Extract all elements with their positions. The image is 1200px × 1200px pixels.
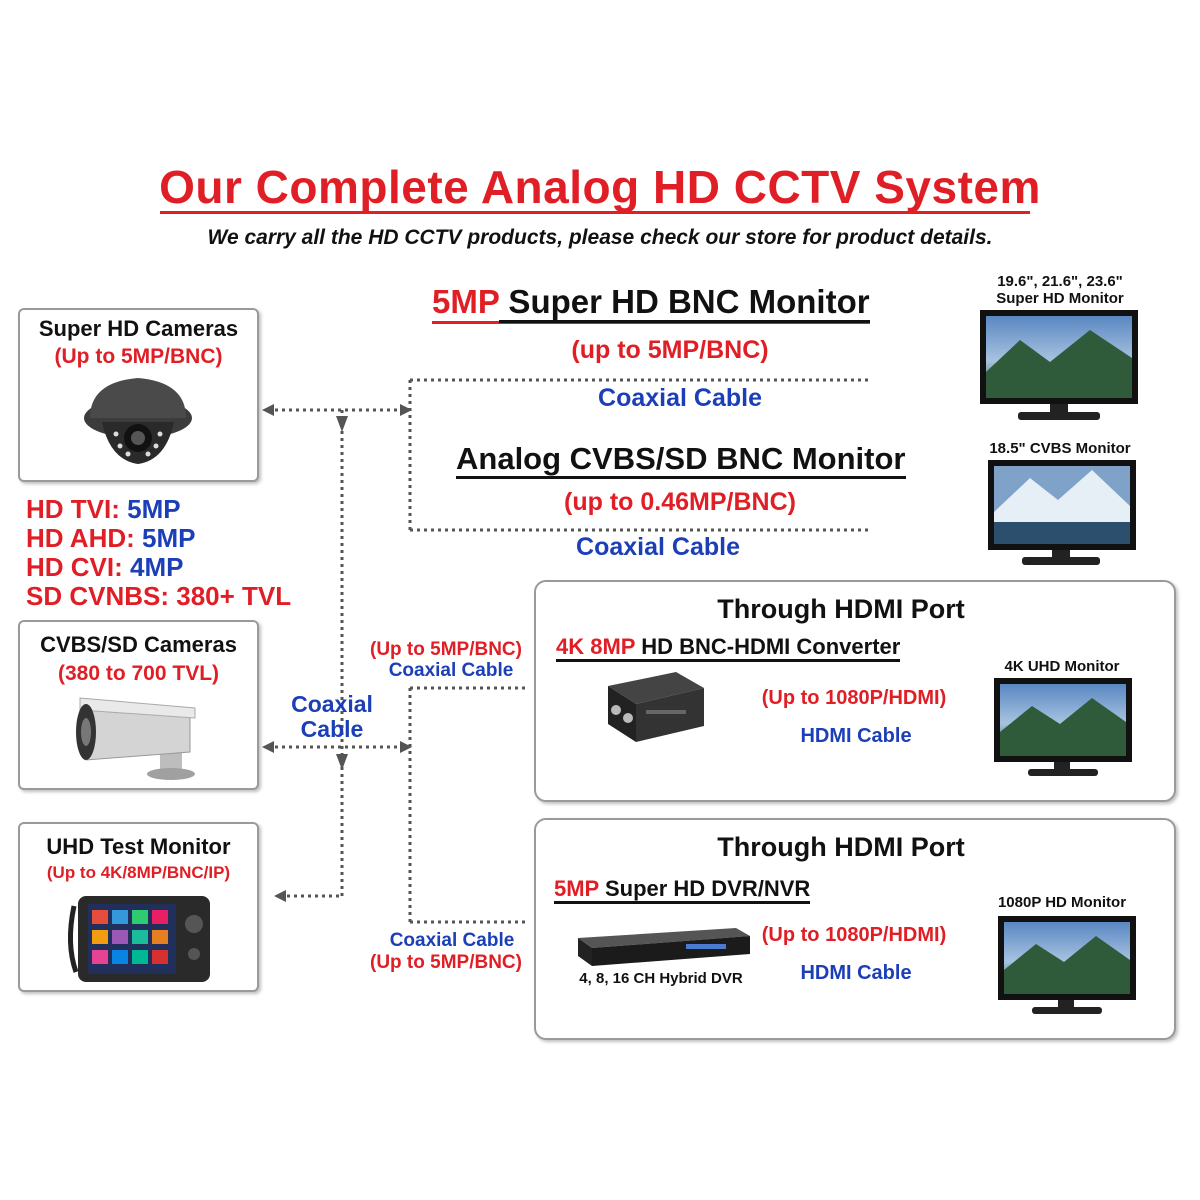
uhd-test-monitor-sub: (Up to 4K/8MP/BNC/IP) bbox=[46, 863, 231, 882]
title-underline bbox=[160, 211, 1030, 214]
center-coaxial-cable-label: Coaxial Cable bbox=[291, 691, 373, 742]
converter-input-sub: (Up to 5MP/BNC) bbox=[370, 639, 522, 660]
uhd-test-monitor-box: UHD Test Monitor (Up to 4K/8MP/BNC/IP) bbox=[18, 822, 259, 992]
cvbs-sd-cameras-sub: (380 to 700 TVL) bbox=[57, 662, 220, 685]
converter-monitor-caption: 4K UHD Monitor bbox=[1004, 658, 1120, 675]
arrow-left-camera2 bbox=[262, 741, 274, 753]
converter-output-sub: (Up to 1080P/HDMI) bbox=[761, 687, 947, 709]
monitor-5mp-caption: 19.6", 21.6", 23.6" Super HD Monitor bbox=[996, 273, 1124, 307]
converter-box-icon bbox=[608, 672, 704, 742]
page-title: Our Complete Analog HD CCTV System bbox=[159, 161, 1041, 213]
arrow-left-test bbox=[274, 890, 286, 902]
arrow-down-2 bbox=[336, 754, 348, 770]
dvr-device-caption: 4, 8, 16 CH Hybrid DVR bbox=[579, 970, 743, 987]
monitor-cvbs-title: Analog CVBS/SD BNC Monitor bbox=[456, 441, 906, 479]
super-hd-cameras-box: Super HD Cameras (Up to 5MP/BNC) bbox=[18, 308, 259, 482]
uhd-test-monitor-title: UHD Test Monitor bbox=[46, 834, 231, 859]
monitor-5mp-sub: (up to 5MP/BNC) bbox=[571, 336, 769, 364]
dvr-input-sub: (Up to 5MP/BNC) bbox=[370, 952, 522, 973]
monitor-cvbs-cable: Coaxial Cable bbox=[576, 533, 740, 561]
dvr-output-sub: (Up to 1080P/HDMI) bbox=[761, 924, 947, 946]
arrow-right-camera2 bbox=[400, 741, 412, 753]
page-subtitle: We carry all the HD CCTV products, pleas… bbox=[207, 226, 993, 249]
super-hd-cameras-title: Super HD Cameras bbox=[38, 316, 239, 341]
monitor-5mp-title: 5MP Super HD BNC Monitor bbox=[432, 283, 870, 324]
arrow-left-camera1 bbox=[262, 404, 274, 416]
dvr-panel: Through HDMI Port 5MP Super HD DVR/NVR (… bbox=[534, 818, 1176, 1040]
monitor-5mp-cable: Coaxial Cable bbox=[598, 384, 762, 412]
dvr-port-title: Through HDMI Port bbox=[717, 832, 965, 862]
dvr-output-cable: HDMI Cable bbox=[800, 962, 912, 984]
cvbs-sd-cameras-box: CVBS/SD Cameras (380 to 700 TVL) bbox=[18, 620, 259, 790]
converter-output-cable: HDMI Cable bbox=[800, 725, 912, 747]
spec-hd-tvi: HD TVI: 5MP bbox=[26, 494, 181, 524]
arrow-down-1 bbox=[336, 416, 348, 432]
dvr-name: 5MP Super HD DVR/NVR bbox=[554, 876, 811, 904]
cvbs-sd-cameras-title: CVBS/SD Cameras bbox=[40, 632, 237, 657]
lcd-monitor-icon bbox=[998, 916, 1136, 1014]
dvr-monitor-caption: 1080P HD Monitor bbox=[997, 894, 1127, 911]
dvr-input-cable: Coaxial Cable bbox=[389, 930, 515, 951]
converter-input-cable: Coaxial Cable bbox=[388, 660, 514, 681]
bullet-camera-icon bbox=[76, 697, 196, 780]
spec-sd-cvbs: SD CVNBS: 380+ TVL bbox=[26, 581, 292, 611]
hdmi-converter-panel: Through HDMI Port 4K 8MP HD BNC-HDMI Con… bbox=[534, 580, 1176, 802]
converter-port-title: Through HDMI Port bbox=[717, 594, 965, 624]
lcd-monitor-icon bbox=[994, 678, 1132, 776]
spec-hd-ahd: HD AHD: 5MP bbox=[26, 523, 196, 553]
dvr-box-icon bbox=[578, 928, 750, 966]
spec-hd-cvi: HD CVI: 4MP bbox=[26, 552, 184, 582]
arrow-right-camera1 bbox=[400, 404, 412, 416]
dome-camera-icon bbox=[84, 378, 192, 464]
test-monitor-icon bbox=[67, 896, 210, 982]
monitor-cvbs-sub: (up to 0.46MP/BNC) bbox=[564, 488, 796, 516]
monitor-cvbs-caption: 18.5" CVBS Monitor bbox=[989, 440, 1131, 457]
super-hd-cameras-sub: (Up to 5MP/BNC) bbox=[54, 345, 223, 368]
converter-name: 4K 8MP HD BNC-HDMI Converter bbox=[556, 634, 901, 662]
